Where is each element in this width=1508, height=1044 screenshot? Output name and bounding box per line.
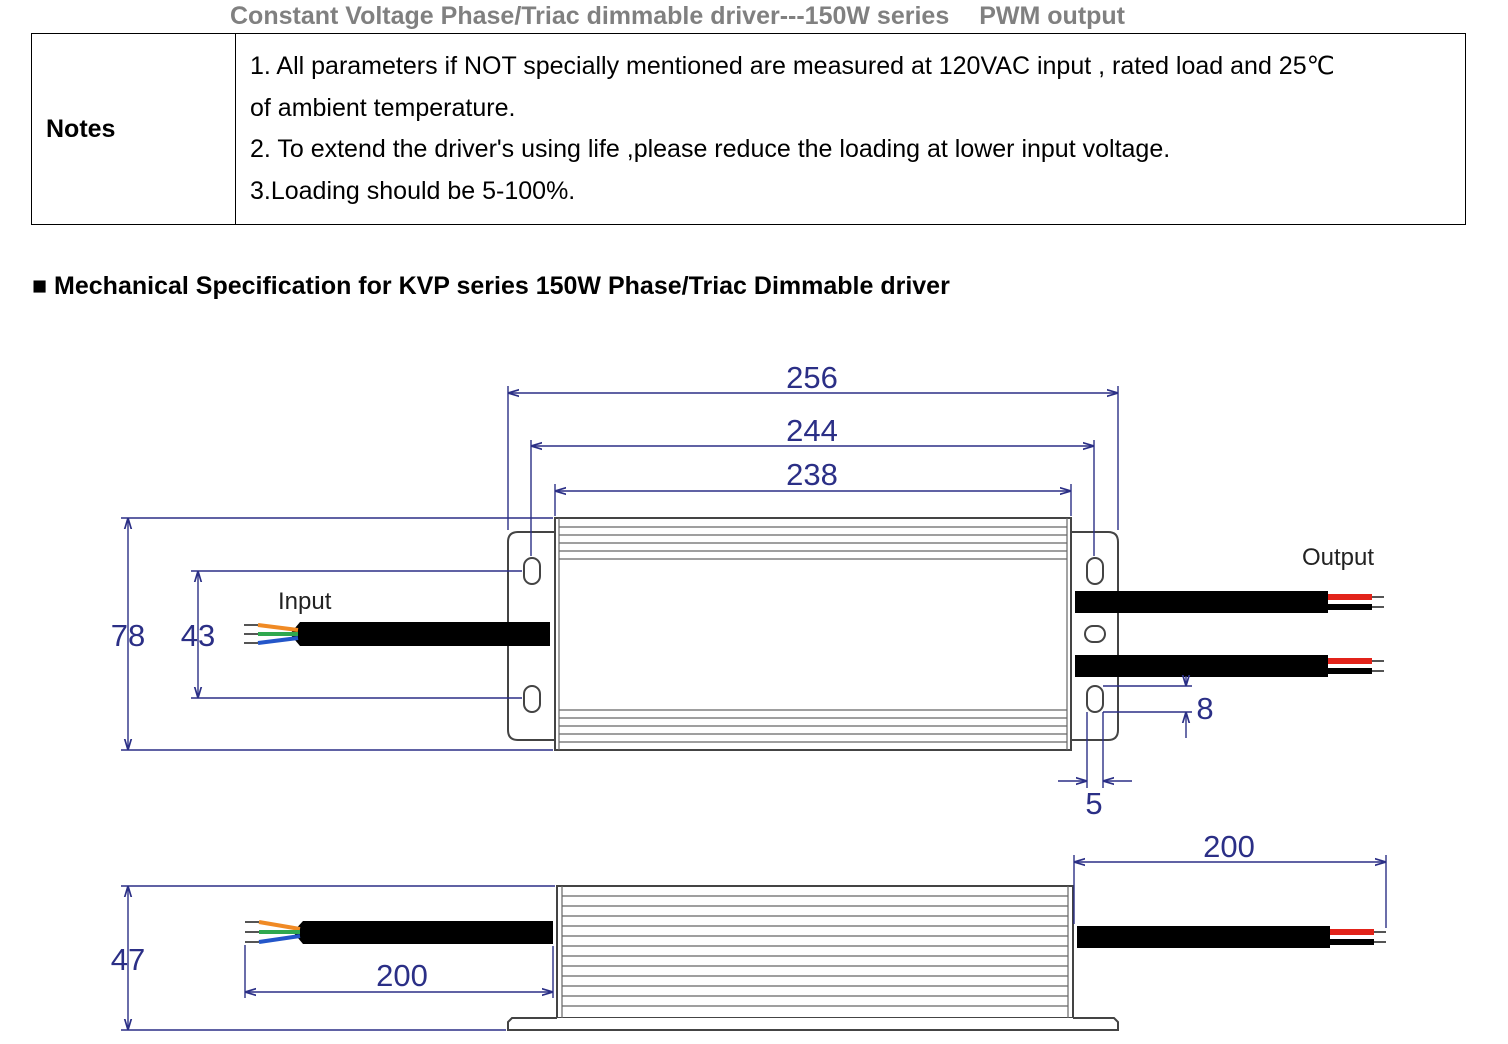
side-flange [507,1017,1119,1031]
mounting-slots [523,557,1106,713]
notes-row: Notes 1. All parameters if NOT specially… [31,33,1466,225]
output-cable-side [1077,926,1386,948]
note-line-1: 1. All parameters if NOT specially menti… [250,52,1335,80]
body-fins-side [561,886,1069,1018]
note-line-1-cont: of ambient temperature. [250,93,516,122]
input-label: Input [278,588,332,615]
input-cable-top [290,622,550,646]
dim-overall-width: 78 [111,618,145,653]
dim-hole-pitch: 244 [786,413,838,448]
dim-lines-top [121,386,1192,788]
dim-output-cable-length: 200 [1203,829,1255,864]
dim-slot-length: 8 [1196,691,1213,726]
notes-table: Notes 1. All parameters if NOT specially… [31,33,1466,225]
output-cables-top [1075,591,1384,677]
note-line-2: 2. To extend the driver's using life ,pl… [250,135,1171,163]
body-fins-top [559,526,1067,743]
dim-input-cable-length: 200 [376,958,428,993]
driver-body-top [554,517,1072,751]
top-view: 256 244 238 78 43 8 5 Input Output [111,360,1384,821]
notes-label: Notes [31,33,236,225]
dim-hole-spacing: 43 [181,618,215,653]
header-title: Constant Voltage Phase/Triac dimmable dr… [230,2,950,30]
right-flange [1071,531,1119,741]
dim-height: 47 [111,942,145,977]
input-wires-top [244,623,299,645]
input-wires-side [245,920,301,944]
output-label: Output [1302,544,1374,571]
notes-body: 1. All parameters if NOT specially menti… [235,33,1466,225]
dim-body-length: 238 [786,457,838,492]
dim-lines-side [121,855,1387,1031]
header-output-type: PWM output [979,2,1126,30]
section-title: ■ Mechanical Specification for KVP serie… [32,272,950,300]
input-cable-side [293,921,553,944]
note-line-3: 3.Loading should be 5-100%. [250,176,576,205]
dim-overall-length: 256 [786,360,838,395]
side-view: 47 200 200 [111,829,1387,1031]
dim-slot-width: 5 [1085,786,1102,821]
page-header: Constant Voltage Phase/Triac dimmable dr… [230,2,1125,31]
